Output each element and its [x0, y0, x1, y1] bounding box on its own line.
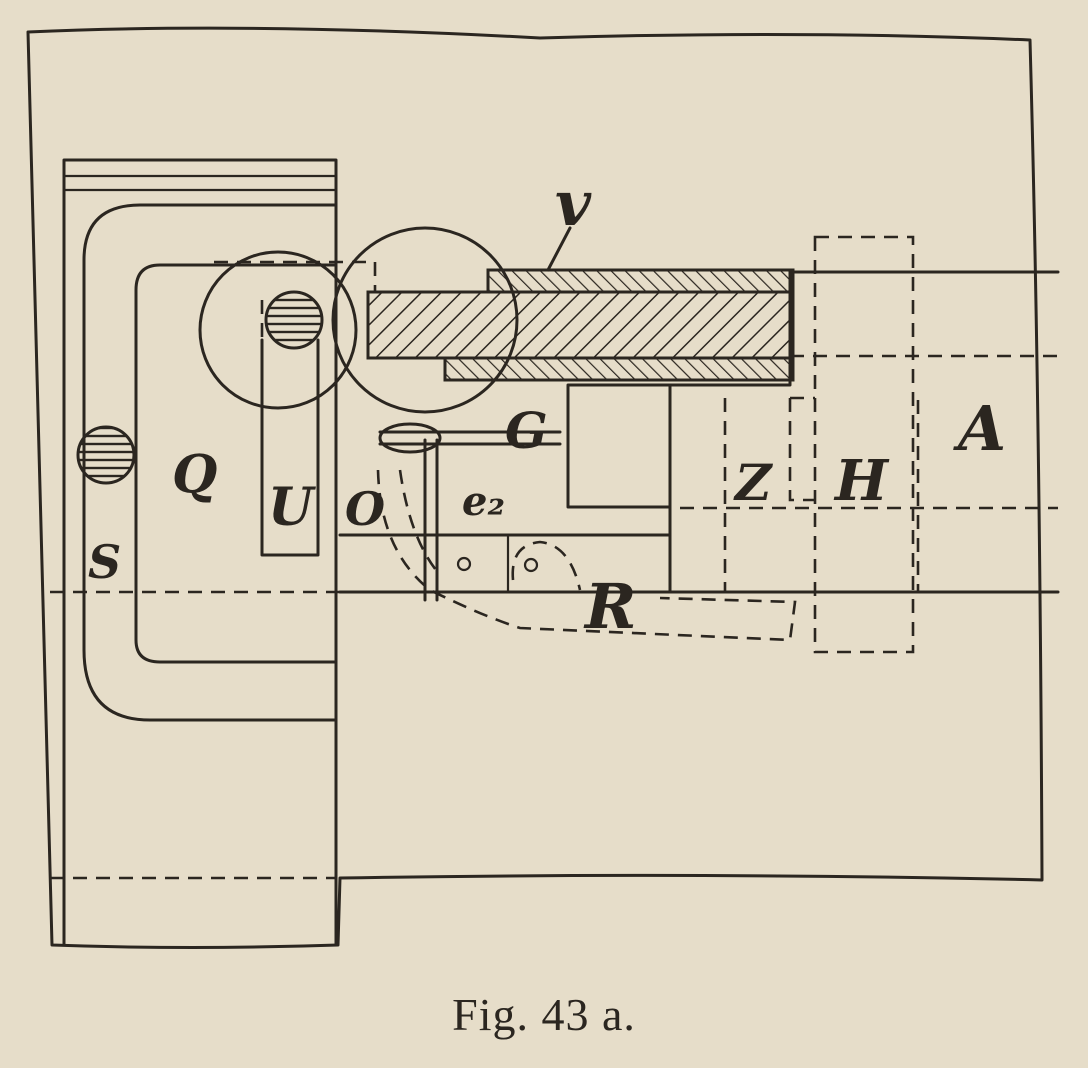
- label-s: S: [88, 535, 121, 589]
- label-o: O: [345, 482, 385, 536]
- label-r: R: [583, 570, 637, 643]
- outer-loop: [82, 203, 338, 722]
- lever-r-dashed: [376, 469, 797, 642]
- label-q: Q: [172, 444, 217, 505]
- dashed-block-h: [813, 235, 915, 654]
- rotor-disc: [198, 250, 358, 410]
- rod-upper: [486, 268, 795, 294]
- left-block: [62, 158, 338, 947]
- label-v: v: [555, 167, 592, 240]
- figure-caption: Fig. 43 a.: [452, 989, 636, 1040]
- center-box: [566, 383, 672, 509]
- hatched-pin: [264, 290, 324, 350]
- label-z: Z: [733, 453, 774, 512]
- inner-loop: [134, 263, 338, 664]
- rod-lower: [443, 356, 795, 382]
- label-h: H: [833, 448, 890, 514]
- label-a: A: [953, 392, 1006, 465]
- rod-main: [366, 290, 795, 360]
- bracket-g: [378, 430, 562, 446]
- label-e2: e₂: [462, 478, 505, 525]
- label-u: U: [268, 477, 316, 538]
- left-pin: [76, 425, 136, 485]
- label-g: G: [505, 401, 548, 460]
- outer-frame: [26, 26, 1044, 949]
